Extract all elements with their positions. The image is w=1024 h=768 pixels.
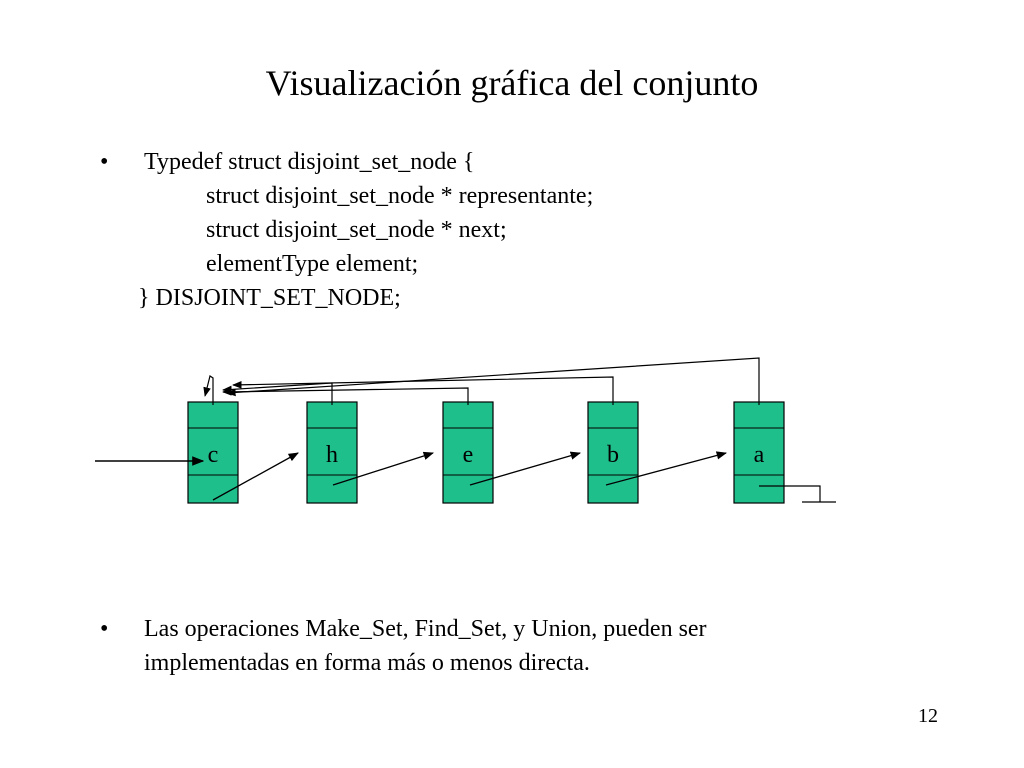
bullet-dot: • [100,149,109,175]
next-arrow-e-b [469,451,581,486]
code-line-2: struct disjoint_set_node * representante… [206,183,594,209]
page-number: 12 [918,705,938,727]
node-label-a: a [754,442,765,468]
bullet-dot: • [100,616,109,642]
slide-title: Visualización gráfica del conjunto [265,63,759,103]
node-label-c: c [208,442,219,468]
next-arrow-h-e [332,451,434,486]
operations-line-1: Las operaciones Make_Set, Find_Set, y Un… [144,616,707,642]
node-b: b [587,401,639,504]
code-line-5: } DISJOINT_SET_NODE; [138,285,401,311]
code-line-4: elementType element; [206,251,419,277]
code-line-3: struct disjoint_set_node * next; [206,217,507,243]
node-label-b: b [607,442,619,468]
rep-arrow-a-c [226,357,760,405]
node-label-h: h [326,442,338,468]
node-h: h [306,401,358,504]
rep-arrow-e-c [222,387,469,405]
next-arrow-c-h [212,452,299,501]
node-e: e [442,401,494,504]
node-a: a [733,401,785,504]
rep-arrow-self-c [203,375,214,405]
node-c: c [187,401,239,504]
operations-line-2: implementadas en forma más o menos direc… [144,650,590,676]
next-arrow-b-a [605,451,728,486]
null-pointer-line [759,485,821,502]
code-line-1: Typedef struct disjoint_set_node { [144,149,475,175]
rep-arrow-b-c [232,376,614,405]
node-label-e: e [463,442,474,468]
